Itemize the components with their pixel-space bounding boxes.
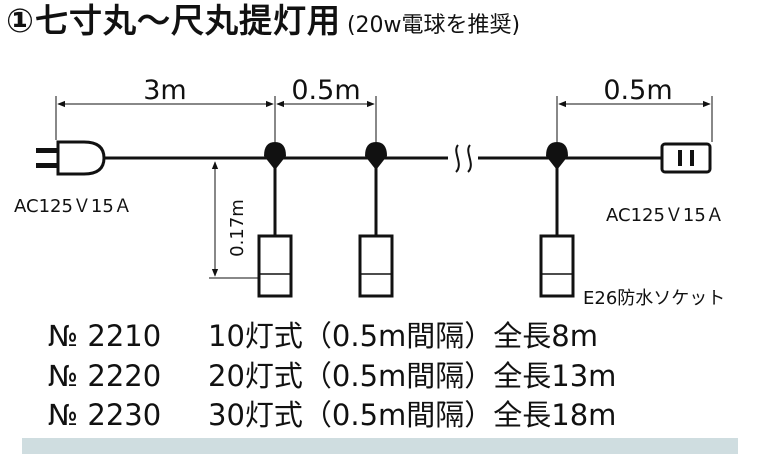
socket-drop-3 (539, 142, 575, 298)
product-description: 10灯式（0.5m間隔）全長8m (208, 319, 598, 353)
socket-drop-2 (358, 142, 394, 298)
title-main: ①七寸丸〜尺丸提灯用 (6, 1, 341, 40)
page-title: ①七寸丸〜尺丸提灯用(20w電球を推奨) (6, 4, 520, 37)
socket-icon (539, 234, 575, 298)
spec-row-2220: № 2220 20灯式（0.5m間隔）全長13m (48, 362, 616, 391)
receptacle-icon (660, 142, 712, 174)
product-number: № 2220 (48, 359, 162, 393)
product-description: 30灯式（0.5m間隔）全長18m (208, 398, 617, 432)
junction-icon (264, 142, 286, 170)
socket-icon (358, 234, 394, 298)
spec-row-2210: № 2210 10灯式（0.5m間隔）全長8m (48, 322, 598, 351)
junction-icon (546, 142, 568, 170)
product-number: № 2230 (48, 398, 162, 432)
plug-icon (36, 140, 106, 176)
socket-icon (257, 234, 293, 298)
receptacle-rating-label: AC125Ｖ15Ａ (606, 205, 724, 226)
footer-band (22, 438, 738, 454)
cable-break-symbol (455, 144, 472, 173)
title-note: (20w電球を推奨) (346, 13, 521, 38)
dim-label-drop: 0.17m (227, 199, 248, 257)
dim-label-spacing: 0.5m (291, 75, 360, 106)
dimension-extension-lines (55, 96, 713, 142)
product-number: № 2210 (48, 319, 162, 353)
junction-icon (365, 142, 387, 170)
socket-type-label: E26防水ソケット (583, 288, 725, 309)
socket-drop-1 (257, 142, 293, 298)
dim-label-end: 0.5m (603, 75, 672, 106)
spec-row-2230: № 2230 30灯式（0.5m間隔）全長18m (48, 401, 616, 430)
plug-rating-label: AC125Ｖ15Ａ (14, 196, 132, 217)
dim-label-3m: 3m (143, 75, 186, 106)
product-description: 20灯式（0.5m間隔）全長13m (208, 359, 617, 393)
